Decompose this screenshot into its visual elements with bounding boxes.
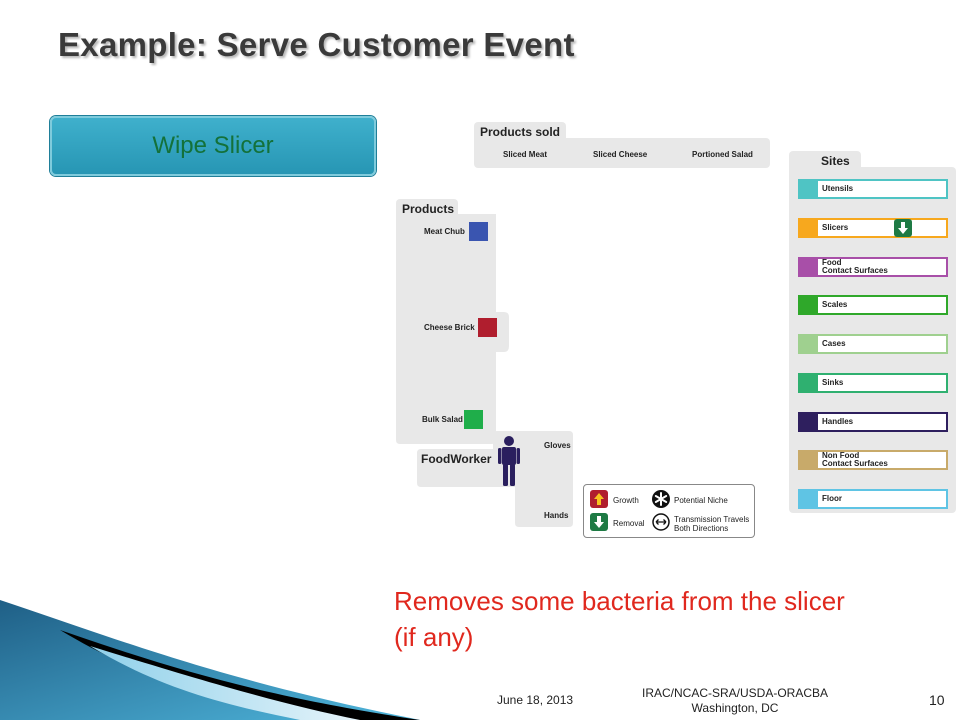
products-panel [396, 214, 509, 444]
product-label: Bulk Salad [422, 415, 463, 424]
site-label-line-1: Utensils [822, 184, 854, 193]
growth-icon [590, 490, 608, 508]
legend-growth-label: Growth [613, 496, 639, 505]
niche-icon [652, 490, 670, 508]
person-icon [498, 436, 520, 486]
site-swatch [800, 491, 818, 507]
site-row: Handles [798, 411, 948, 432]
bulk-salad-swatch [464, 410, 483, 429]
site-label-line-1: Food [822, 257, 842, 267]
products-sold-item: Sliced Cheese [593, 150, 648, 159]
legend-box [583, 484, 755, 538]
site-label-line-1: Handles [822, 416, 854, 426]
footer-org-line-2: Washington, DC [691, 701, 779, 715]
site-swatch [800, 336, 818, 352]
site-swatch [800, 219, 818, 236]
site-label: Scales [818, 301, 847, 309]
products-sold-heading: Products sold [474, 122, 566, 142]
site-swatch [800, 374, 818, 391]
meat-chub-swatch [469, 222, 488, 241]
footer-org-line-1: IRAC/NCAC-SRA/USDA-ORACBA [641, 686, 829, 700]
site-label: Slicers [818, 222, 849, 232]
transmission-icon [652, 513, 670, 531]
site-row: Sinks [798, 372, 948, 393]
gloves-label: Gloves [544, 441, 571, 450]
site-label-line-2: Contact Surfaces [822, 459, 888, 469]
products-sold-item: Sliced Meat [503, 150, 548, 159]
site-row: Cases [798, 334, 948, 354]
site-swatch [800, 181, 818, 197]
site-swatch [800, 413, 818, 430]
step-label: Wipe Slicer [152, 132, 274, 159]
footer-org: IRAC/NCAC-SRA/USDA-ORACBA Washington, DC [620, 686, 850, 716]
site-row: Floor [798, 489, 948, 509]
slide-title: Example: Serve Customer Event [58, 26, 575, 63]
removal-icon [894, 218, 912, 237]
product-label: Cheese Brick [424, 323, 475, 332]
site-label: Floor [818, 495, 842, 503]
products-sold-panel [474, 138, 770, 168]
site-label-line-2: Contact Surfaces [822, 265, 888, 275]
site-label: Handles [818, 416, 854, 426]
site-label: Utensils [818, 185, 853, 193]
sites-heading: Sites [789, 151, 861, 171]
foodworker-heading: FoodWorker [421, 452, 492, 466]
step-label-box: Wipe Slicer [50, 116, 376, 176]
corner-swoosh-decoration [0, 600, 420, 720]
page-number: 10 [929, 692, 945, 708]
site-label: Cases [818, 340, 846, 348]
site-swatch [800, 258, 818, 275]
legend-transmission-label-2: Both Directions [674, 524, 729, 533]
site-label-line-1: Slicers [822, 222, 849, 232]
site-row: Utensils [798, 179, 948, 199]
legend-removal-label: Removal [613, 519, 645, 528]
site-swatch [800, 297, 818, 314]
site-swatch [800, 452, 818, 469]
site-label: Sinks [818, 377, 844, 387]
legend-transmission-label-1: Transmission Travels [674, 515, 750, 524]
site-row: Scales [798, 295, 948, 316]
annotation-note: Removes some bacteria from the slicer (i… [394, 586, 845, 652]
cheese-brick-swatch [478, 318, 497, 337]
foodworker-panel [417, 431, 573, 527]
legend-niche-label: Potential Niche [674, 496, 728, 505]
site-label-line-1: Scales [822, 300, 848, 310]
products-sold-item: Portioned Salad [692, 150, 753, 159]
site-label-line-1: Cases [822, 339, 846, 348]
removal-icon [590, 513, 608, 531]
footer-date: June 18, 2013 [497, 693, 574, 707]
hands-label: Hands [544, 511, 569, 520]
product-label: Meat Chub [424, 227, 465, 236]
site-row: Slicers [798, 217, 948, 238]
site-label-line-1: Floor [822, 494, 842, 503]
site-label-line-1: Sinks [822, 377, 844, 387]
site-label-line-1: Non Food [822, 451, 860, 461]
